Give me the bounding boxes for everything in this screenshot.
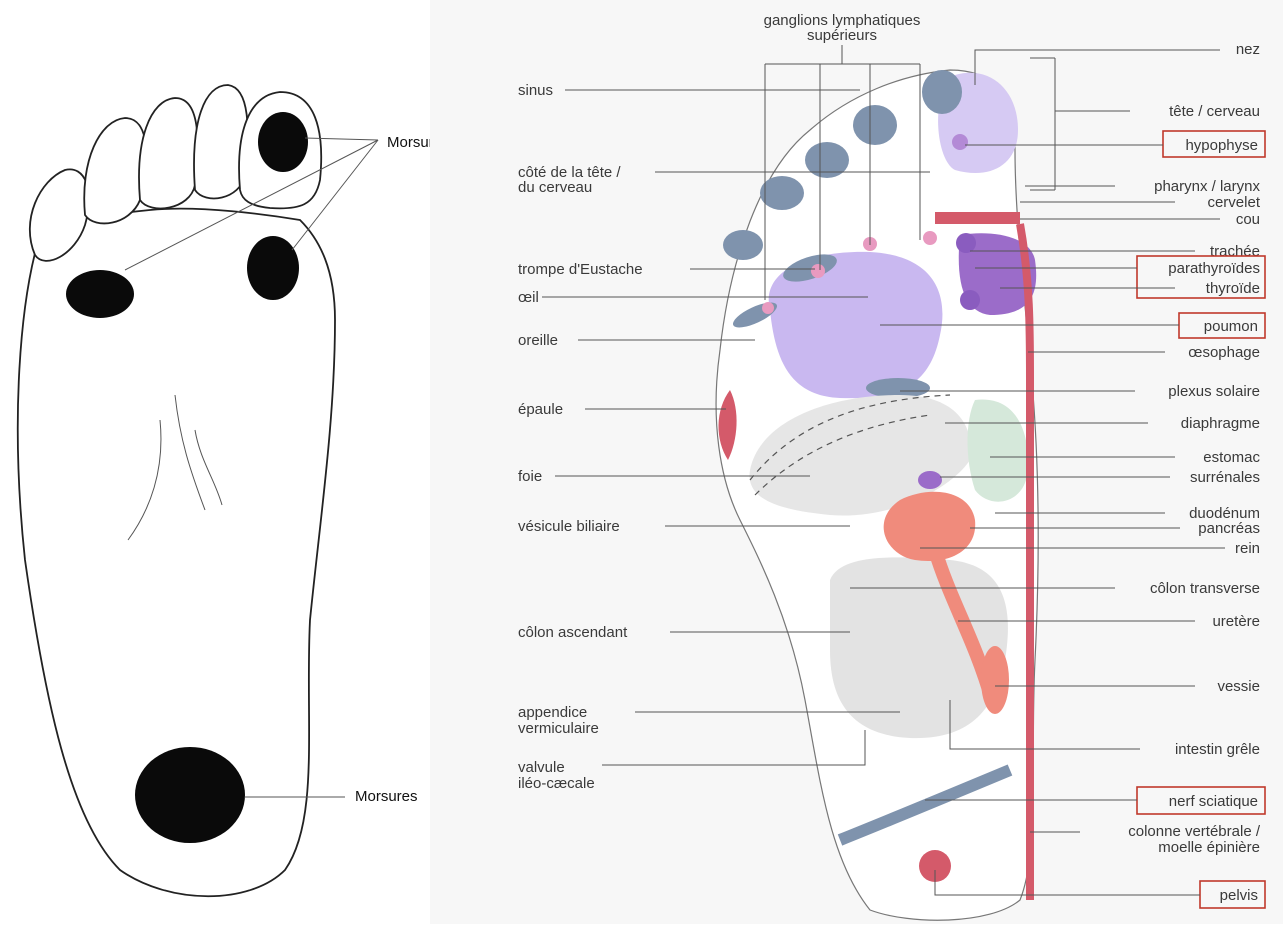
toe-pad-1	[922, 70, 962, 114]
bladder-zone	[981, 646, 1009, 714]
label-shoulder: épaule	[518, 401, 563, 418]
label-gallbladder: vésicule biliaire	[518, 518, 620, 535]
label-valve-1: valvule	[518, 759, 565, 776]
label-sciatic: nerf sciatique	[1169, 793, 1258, 810]
label-kidney: rein	[1235, 540, 1260, 557]
colon-zone	[830, 557, 1008, 738]
ear-dot	[762, 302, 774, 314]
label-stomach: estomac	[1203, 449, 1260, 466]
bite-mark-outer	[66, 270, 134, 318]
label-side-head-2: du cerveau	[518, 179, 592, 196]
leader-head-brain	[1030, 58, 1130, 190]
label-liver: foie	[518, 468, 542, 485]
label-diaphragm: diaphragme	[1181, 415, 1260, 432]
leader-nose	[975, 50, 1220, 85]
label-spine-2: moelle épinière	[1158, 839, 1260, 856]
toe-pad-4	[760, 176, 804, 210]
label-trachea: trachée	[1210, 243, 1260, 260]
toe-4	[84, 118, 146, 223]
neck-band	[935, 212, 1020, 224]
label-eustachian: trompe d'Eustache	[518, 261, 643, 278]
reflexology-svg: ganglions lymphatiques supérieurs sinus …	[430, 0, 1283, 924]
label-sinus: sinus	[518, 82, 553, 99]
reflexology-panel: ganglions lymphatiques supérieurs sinus …	[430, 0, 1283, 924]
label-pelvis: pelvis	[1220, 887, 1258, 904]
bite-mark-big-toe	[258, 112, 308, 172]
label-pharynx: pharynx / larynx	[1154, 178, 1260, 195]
parathyroid-top	[956, 233, 976, 253]
label-cerebellum: cervelet	[1207, 194, 1260, 211]
label-esophagus: œsophage	[1188, 344, 1260, 361]
toe-pad-2	[853, 105, 897, 145]
bite-mark-heel	[135, 747, 245, 843]
label-neck: cou	[1236, 211, 1260, 228]
toe-pad-3	[805, 142, 849, 178]
label-parathyroids: parathyroïdes	[1168, 260, 1260, 277]
bite-diagram-panel: Morsures Morsures	[0, 0, 440, 924]
label-ear: oreille	[518, 332, 558, 349]
label-ascending-colon: côlon ascendant	[518, 624, 628, 641]
parathyroid-bottom	[960, 290, 980, 310]
label-appendix-2: vermiculaire	[518, 720, 599, 737]
label-head-brain: tête / cerveau	[1169, 103, 1260, 120]
label-transverse-colon: côlon transverse	[1150, 580, 1260, 597]
bite-foot-svg: Morsures Morsures	[0, 0, 440, 924]
eustachian-dot-1	[811, 264, 825, 278]
label-ureter: uretère	[1212, 613, 1260, 630]
label-thyroid: thyroïde	[1206, 280, 1260, 297]
label-hypophysis: hypophyse	[1185, 137, 1258, 154]
adrenal-zone	[918, 471, 942, 489]
eustachian-dot-3	[923, 231, 937, 245]
label-small-intestine: intestin grêle	[1175, 741, 1260, 758]
toe-3	[139, 98, 198, 208]
label-pancreas: pancréas	[1198, 520, 1260, 537]
toe-pad-5	[723, 230, 763, 260]
solar-plexus-pad	[866, 378, 930, 398]
top-label-line2: supérieurs	[807, 27, 877, 44]
label-valve-2: iléo-cæcale	[518, 775, 595, 792]
label-nose: nez	[1236, 41, 1260, 58]
label-solar-plexus: plexus solaire	[1168, 383, 1260, 400]
label-adrenals: surrénales	[1190, 469, 1260, 486]
bite-mark-ball	[247, 236, 299, 300]
label-appendix-1: appendice	[518, 704, 587, 721]
label-lung: poumon	[1204, 318, 1258, 335]
pituitary-dot	[952, 134, 968, 150]
bite-label-heel: Morsures	[355, 788, 418, 805]
label-bladder: vessie	[1217, 678, 1260, 695]
label-spine-1: colonne vertébrale /	[1128, 823, 1261, 840]
label-eye: œil	[518, 289, 539, 306]
